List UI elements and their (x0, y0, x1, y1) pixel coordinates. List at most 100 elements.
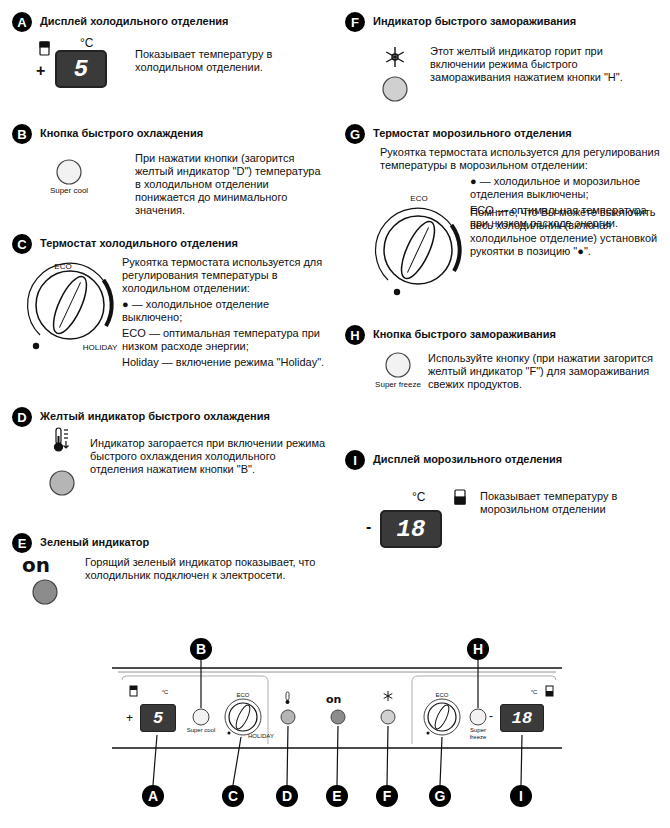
description: Показывает температуру в морозильном отд… (480, 490, 660, 516)
unit-label: °C (155, 689, 175, 696)
callout-letter: E (12, 533, 32, 553)
button-label: Super freeze (461, 727, 495, 741)
callout-letter-text: D (282, 788, 292, 804)
description: Holiday — включение режима "Holiday". (122, 356, 327, 369)
thermostat-dial (28, 263, 112, 349)
power-symbol: on (22, 554, 62, 576)
callout-letter-text: D (17, 410, 26, 425)
button-label: Super cool (186, 727, 216, 734)
unit-label: °C (155, 689, 175, 696)
section-heading: Термостат морозильного отделения (373, 127, 663, 140)
callout-letter: C (222, 785, 244, 807)
callout-letter: F (376, 785, 398, 807)
dial-label: HOLIDAY (80, 343, 120, 352)
dial-label: HOLIDAY (80, 343, 120, 352)
sign-label: + (126, 711, 138, 725)
section-heading: Термостат морозильного отделения (373, 127, 663, 140)
section-heading: Индикатор быстрого замораживания (373, 15, 663, 28)
section-heading: Кнопка быстрого охлаждения (40, 127, 330, 140)
display-digits: 5 (153, 709, 163, 728)
power-symbol: on (22, 554, 62, 576)
callout-letter-text: B (17, 127, 26, 142)
section-heading: Дисплей морозильного отделения (373, 453, 663, 466)
description: Рукоятка термостата используется для рег… (380, 146, 662, 172)
section-heading: Зеленый индикатор (40, 536, 330, 549)
section-heading: Термостат холодильного отделения (40, 237, 330, 250)
callout-letter: C (12, 234, 32, 254)
dial-label: ECO (404, 194, 434, 203)
description: При нажатии кнопки (загорится желтый инд… (135, 152, 325, 217)
description: Рукоятка термостата используется для рег… (122, 256, 327, 295)
display-screen: 5 (55, 50, 107, 88)
callout-letter: A (12, 12, 32, 32)
dial-label: ECO (48, 262, 78, 271)
control-panel (112, 668, 562, 748)
description: Показывает температуру в холодильном отд… (135, 48, 315, 74)
description: Горящий зеленый индикатор показывает, чт… (85, 556, 330, 582)
button (57, 160, 81, 184)
callout-letter-text: C (17, 237, 26, 252)
sign-label: + (36, 62, 50, 80)
button (386, 353, 410, 377)
section-heading: Дисплей холодильного отделения (40, 15, 330, 28)
indicator-lamp (33, 580, 57, 604)
description: Этот желтый индикатор горит при включени… (430, 45, 660, 84)
dial-label: ECO (234, 692, 252, 699)
description: ECO — оптимальная температура при низком… (122, 327, 327, 353)
dial-label: HOLIDAY (248, 733, 272, 740)
sign-label: + (36, 62, 50, 80)
thermometer-icon (55, 428, 69, 451)
section-heading: Дисплей холодильного отделения (40, 15, 330, 28)
display-digits: 18 (512, 709, 532, 728)
dial-label: ECO (48, 262, 78, 271)
power-symbol: on (326, 694, 350, 706)
description: ● — холодильное отделение выключено; (122, 298, 327, 324)
freezer-icon (455, 490, 465, 504)
section-heading: Кнопка быстрого замораживания (373, 328, 663, 341)
callout-letter: G (345, 124, 365, 144)
unit-label: °C (412, 490, 442, 504)
description: Индикатор загорается при включении режим… (90, 437, 330, 476)
callout-letter: I (345, 450, 365, 470)
callout-letter-text: C (228, 788, 238, 804)
button-label: Super freeze (373, 380, 423, 389)
fridge-icon (40, 42, 49, 55)
callout-letter: A (142, 785, 164, 807)
unit-label: °C (80, 36, 110, 50)
dial-label: ECO (433, 692, 451, 699)
dial-label: HOLIDAY (248, 733, 272, 740)
section-heading: Дисплей морозильного отделения (373, 453, 663, 466)
description: Holiday — включение режима "Holiday". (122, 356, 327, 369)
callout-letter-text: A (17, 15, 26, 30)
callout-letter: F (345, 12, 365, 32)
dial-label: ECO (404, 194, 434, 203)
description: Рукоятка термостата используется для рег… (122, 256, 327, 295)
description: Используйте кнопку (при нажатии загоритс… (428, 352, 662, 391)
unit-label: °C (412, 490, 442, 504)
description: При нажатии кнопки (загорится желтый инд… (135, 152, 325, 217)
callout-letter: E (326, 785, 348, 807)
callout-letter-text: H (473, 641, 483, 657)
sign-label: - (489, 709, 499, 723)
button-label: Super freeze (373, 380, 423, 389)
callout-letter: H (467, 638, 489, 660)
callout-letter: H (345, 325, 365, 345)
power-symbol: on (326, 694, 350, 706)
callout-letter-text: H (350, 328, 359, 343)
unit-label: °C (80, 36, 110, 50)
display-screen: 18 (500, 704, 544, 732)
button-label: Super cool (186, 727, 216, 734)
section-heading: Кнопка быстрого замораживания (373, 328, 663, 341)
callout-letter-text: E (332, 788, 341, 804)
description: ● — холодильное отделение выключено; (122, 298, 327, 324)
button-label: Super cool (44, 186, 94, 195)
display-digits: 5 (74, 56, 88, 83)
callout-letter-text: I (519, 788, 523, 804)
callout-letter-text: I (353, 453, 357, 468)
callout-letter: G (429, 785, 451, 807)
section-heading: Термостат холодильного отделения (40, 237, 330, 250)
button-label: Super cool (44, 186, 94, 195)
description: Помните, что Вы можете выключить весь хо… (470, 206, 662, 258)
thermostat-dial (376, 208, 460, 295)
